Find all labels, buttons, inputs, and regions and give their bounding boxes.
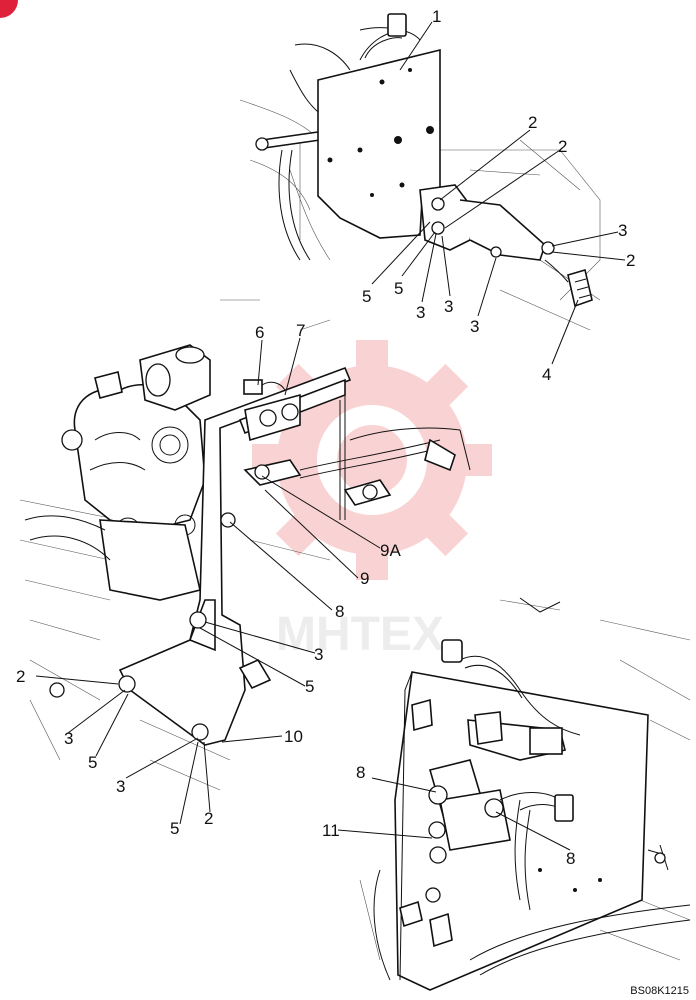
callout-5: 5 [394,279,403,298]
corner-badge [0,0,18,18]
callout-10: 10 [284,727,303,746]
bolt [484,798,504,818]
callout-5: 5 [170,819,179,838]
mounting-plate [317,48,441,239]
callout-4: 4 [542,365,551,384]
middle-assembly: 6 7 9A 9 8 3 5 2 3 5 3 5 2 10 [16,299,471,838]
callout-11: 11 [322,821,340,840]
callout-3: 3 [116,777,125,796]
callout-6: 6 [255,323,264,342]
electrical-panel [394,671,649,991]
callout-1: 1 [432,7,441,26]
bolt [428,785,448,805]
bolt [541,241,555,255]
reference-code: BS08K1215 [630,985,689,997]
callout-8: 8 [566,849,575,868]
bolt [118,675,136,693]
callout-3: 3 [416,303,425,322]
callout-3: 3 [64,729,73,748]
callout-5: 5 [88,753,97,772]
connector [567,268,593,308]
callout-7: 7 [296,321,305,340]
callout-2: 2 [528,113,537,132]
callout-2: 2 [626,251,635,270]
callout-3: 3 [314,645,323,664]
callout-2: 2 [16,667,25,686]
bolt [189,611,207,629]
bolt [431,197,445,211]
bolt [431,221,445,235]
callout-5: 5 [362,287,371,306]
callout-9: 9 [360,569,369,588]
bolt [490,246,502,258]
callout-3: 3 [444,297,453,316]
callout-3: 3 [470,317,479,336]
callout-8: 8 [335,602,344,621]
callout-5: 5 [305,677,314,696]
callout-9A: 9A [380,541,401,560]
callout-2: 2 [204,809,213,828]
callout-3: 3 [618,221,627,240]
bolt [191,723,209,741]
callout-8: 8 [356,763,365,782]
top-assembly: 1 2 2 2 3 3 3 3 5 5 4 [239,7,635,384]
watermark-text: MHTEX [276,608,444,661]
callout-2: 2 [558,137,567,156]
bottom-assembly: 8 11 8 [322,597,691,991]
